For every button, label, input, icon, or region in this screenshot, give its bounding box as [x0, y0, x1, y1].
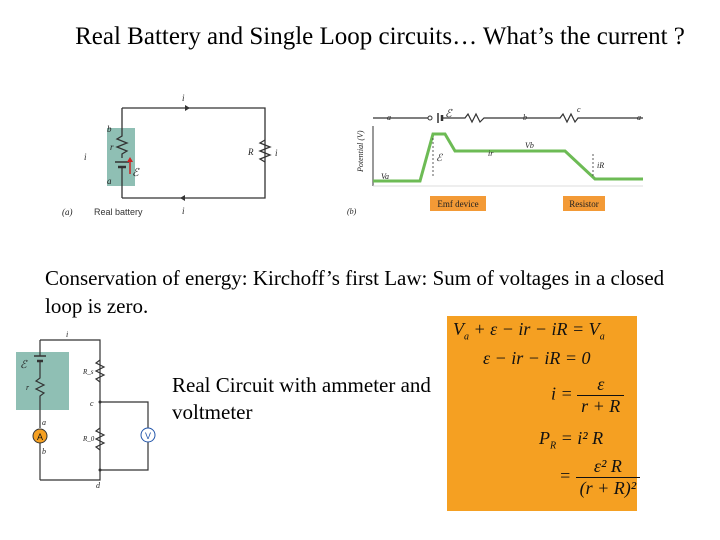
fig-c-r: r [26, 383, 30, 392]
fig-a-emf: ℰ [132, 167, 140, 179]
fig-a-annotation: Real battery [94, 207, 143, 217]
fig-c-a: a [42, 418, 46, 427]
equation-power-expanded: = ε² R(r + R)² [559, 456, 641, 499]
fig-a-b: b [107, 124, 112, 134]
fig-c-emf: ℰ [20, 359, 28, 371]
fig-c-b: b [42, 447, 46, 456]
fig-b-vb: Vb [525, 141, 534, 150]
fig-c-rs: R_s [82, 368, 94, 376]
fig-a-i-top: i [182, 93, 185, 103]
fig-c-r0: R_0 [82, 435, 95, 443]
fig-a-panel: (a) [62, 207, 73, 217]
fig-a-a: a [107, 176, 112, 186]
fig-b-ir-drop: iR [597, 161, 604, 170]
equation-loop: Va + ε − ir − iR = Va [453, 319, 605, 343]
circuit-diagram-c: A V i ℰ r R_s R_0 a b c d [16, 330, 156, 490]
fig-b-pt-b: b [523, 113, 527, 122]
circuit-caption: Real Circuit with ammeter and voltmeter [172, 373, 431, 424]
potential-graph-b: Potential (V) a b c a ℰ ir Vb Va iR ℰ (b… [347, 105, 643, 216]
fig-c-d: d [96, 481, 101, 490]
voltmeter-label: V [145, 431, 151, 441]
fig-b-pt-a2: a [637, 113, 641, 122]
fig-a-i-left: i [84, 152, 87, 162]
fig-b-ir: ir [488, 149, 494, 158]
fig-b-emf: ℰ [445, 108, 453, 120]
fig-b-emf-low: ℰ [436, 153, 443, 164]
fig-b-pt-c: c [577, 105, 581, 114]
equation-sum-zero: ε − ir − iR = 0 [483, 348, 591, 368]
resistor-tag: Resistor [569, 199, 599, 209]
fig-a-r: r [110, 142, 114, 152]
equation-power: PR = i² R [539, 428, 604, 452]
fig-b-y-axis: Potential (V) [356, 130, 365, 173]
ammeter-label: A [37, 432, 43, 442]
circuit-diagram-a: i i i i b a r R ℰ (a) Real battery [62, 93, 278, 217]
fig-b-va: Va [381, 172, 389, 181]
fig-c-c: c [90, 399, 94, 408]
fig-a-i-bottom: i [182, 206, 185, 216]
fig-a-R: R [247, 147, 254, 157]
body-text: Conservation of energy: Kirchoff’s first… [45, 266, 665, 318]
fig-a-i-right: i [275, 148, 278, 158]
equation-box: Va + ε − ir − iR = Va ε − ir − iR = 0 i … [447, 316, 641, 511]
fig-c-i: i [66, 330, 68, 339]
fig-b-panel: (b) [347, 207, 357, 216]
fig-b-pt-a: a [387, 113, 391, 122]
slide-title: Real Battery and Single Loop circuits… W… [75, 23, 685, 50]
emf-device-tag: Emf device [437, 199, 478, 209]
